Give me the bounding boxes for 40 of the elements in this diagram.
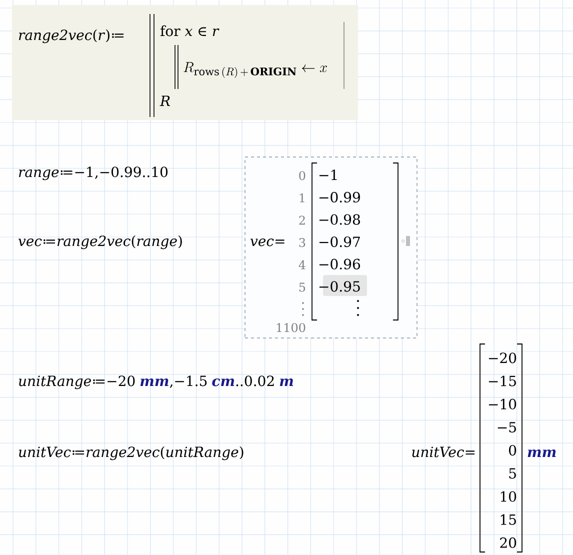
matrix-entry: 20 [500, 537, 516, 548]
formula-text: unitVec≔range2vec(unitRange) [18, 446, 244, 460]
result-text: R [160, 96, 170, 106]
row-index: 4 [298, 260, 306, 270]
matrix-entry: 0 [509, 445, 516, 456]
unit-text: mm [528, 450, 556, 457]
matrix-entry: −0.97 [320, 236, 360, 248]
formula-text: range≔−1,−0.99..10 [19, 166, 168, 180]
matrix-entry: −0.96 [320, 258, 360, 270]
row-index: 3 [299, 238, 306, 248]
row-index: 5 [299, 282, 306, 292]
loop-text: for x ∈ r [160, 25, 220, 36]
row-index: 1100 [276, 323, 306, 332]
matrix-entry: −0.98 [320, 214, 360, 225]
formula-text: vec= [250, 238, 284, 246]
matrix-entry: −5 [498, 422, 516, 432]
matrix-entry: −0.95 [320, 281, 360, 292]
matrix-entry: 5 [509, 468, 516, 479]
formula-text: ,−1.5 [170, 376, 207, 388]
result-panel [244, 156, 418, 338]
matrix-entry: 10 [500, 491, 516, 502]
formula-text: unitRange≔−20 [18, 376, 135, 390]
matrix-entry: −0.99 [320, 192, 360, 202]
row-index: 0 [299, 171, 306, 180]
row-index: 1 [300, 193, 304, 202]
unit-text: cm [212, 378, 234, 386]
matrix-entry: −20 [488, 352, 516, 364]
formula-text: ..0.02 [236, 376, 274, 386]
formula-text: range2vec(r)≔ [19, 29, 124, 44]
matrix-entry: 15 [500, 514, 516, 525]
matrix-entry: −15 [488, 376, 516, 386]
matrix-entry: −1 [320, 170, 337, 180]
formula-text: unitVec= [412, 446, 475, 458]
unit-text: m [280, 378, 294, 386]
unit-text: mm [140, 378, 168, 386]
formula-text: vec≔range2vec(range) [18, 235, 182, 250]
definition-panel [12, 5, 358, 120]
matrix-entry: −10 [488, 398, 516, 410]
row-index: 2 [299, 216, 305, 225]
assignment-text: $R_{\mathrm{rows}\,(R)\,+\,\mathbf{ORIGIN}} \leftarrow x$ [184, 62, 327, 78]
